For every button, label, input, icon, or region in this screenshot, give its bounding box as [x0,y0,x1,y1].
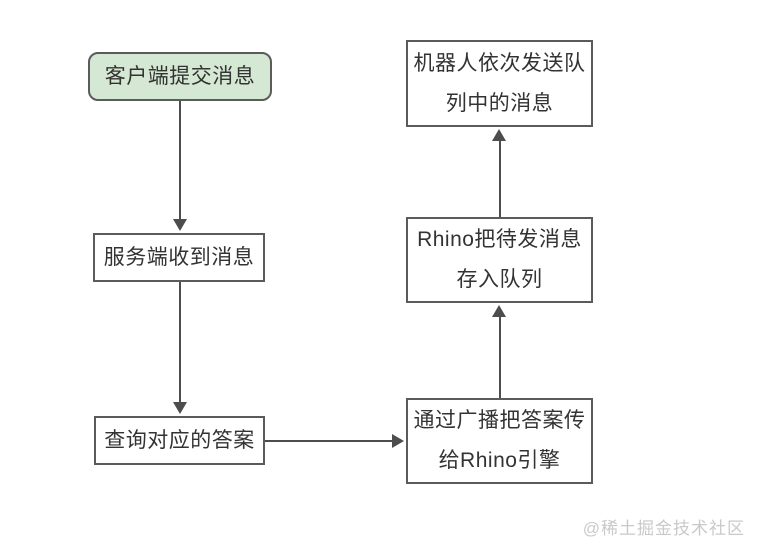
arrowhead-down-icon [173,402,187,414]
node-server-receive-label: 服务端收到消息 [103,245,255,269]
node-rhino-queue-label-line2: 存入队列 [456,268,543,291]
node-broadcast-rhino-label-line1: 通过广播把答案传 [413,409,586,432]
arrow-line [499,141,501,217]
arrow-line [499,317,501,398]
node-broadcast-rhino-label-line2: 给Rhino引擎 [438,449,561,472]
node-rhino-queue: Rhino把待发消息 存入队列 [406,217,593,303]
node-robot-send: 机器人依次发送队 列中的消息 [406,40,593,127]
node-rhino-queue-label-line1: Rhino把待发消息 [417,228,582,251]
arrow-line [265,440,392,442]
node-server-receive: 服务端收到消息 [93,233,265,282]
node-client-submit: 客户端提交消息 [88,52,272,101]
node-robot-send-label-line1: 机器人依次发送队 [413,51,586,75]
node-client-submit-label: 客户端提交消息 [104,64,256,88]
arrowhead-up-icon [492,305,506,317]
arrow-line [179,282,181,402]
arrowhead-up-icon [492,129,506,141]
node-query-answer: 查询对应的答案 [94,416,265,465]
node-query-answer-label: 查询对应的答案 [104,428,255,452]
node-broadcast-rhino: 通过广播把答案传 给Rhino引擎 [406,398,593,484]
arrowhead-down-icon [173,219,187,231]
node-robot-send-label-line2: 列中的消息 [445,91,554,115]
watermark: @稀土掘金技术社区 [582,519,745,538]
arrow-line [179,101,181,219]
arrowhead-right-icon [392,434,404,448]
